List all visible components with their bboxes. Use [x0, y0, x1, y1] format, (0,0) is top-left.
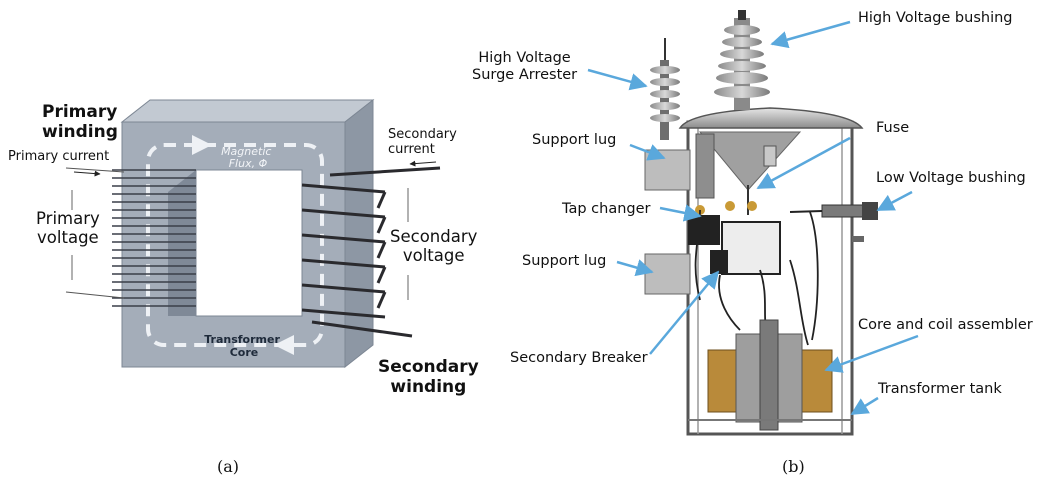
primary-lead-top — [65, 167, 125, 173]
pointer-arrows — [587, 20, 919, 416]
label-tap-changer: Tap changer — [562, 201, 651, 217]
primary-winding-coil — [112, 169, 196, 307]
secondary-lead-bottom — [311, 320, 413, 338]
caption-a: (a) — [217, 457, 240, 476]
lug-plate — [695, 133, 715, 199]
tank-cover-dome — [678, 107, 864, 129]
arrow-fuse — [756, 136, 851, 190]
arrow-support-lug-top — [629, 143, 666, 161]
core-top-face — [120, 99, 375, 123]
core-flux-label: Magnetic Flux, Φ — [221, 145, 275, 170]
secondary-breaker — [721, 221, 781, 275]
panel-b-transformer-cutaway — [644, 10, 878, 436]
label-support-lug-bottom: Support lug — [522, 253, 607, 269]
fuse-holder — [763, 145, 777, 167]
arrow-secondary-breaker — [649, 270, 720, 355]
breaker-handle — [710, 250, 728, 274]
arrow-support-lug-bottom — [616, 259, 654, 277]
label-low-voltage-bushing: Low Voltage bushing — [876, 170, 1026, 186]
secondary-winding-coil — [301, 183, 387, 319]
label-fuse: Fuse — [876, 120, 910, 136]
tank-side-fitting — [852, 236, 864, 242]
label-transformer-tank: Transformer tank — [878, 381, 1002, 397]
arrow-low-voltage-bushing — [876, 190, 913, 212]
support-lug-top — [644, 149, 691, 191]
primary-lead-bottom — [65, 291, 125, 299]
arrow-transformer-tank — [850, 396, 879, 416]
surge-arrester — [650, 38, 680, 140]
high-voltage-bushing — [714, 10, 770, 110]
secondary-current-arrow — [409, 160, 437, 167]
arrow-high-voltage-bushing — [770, 20, 851, 49]
label-high-voltage-bushing: High Voltage bushing — [858, 10, 1013, 26]
low-voltage-bushing — [789, 202, 878, 220]
caption-b: (b) — [782, 457, 805, 476]
label-primary-voltage: Primary voltage — [36, 209, 100, 247]
label-core-coil: Core and coil assembler — [858, 317, 1033, 333]
primary-current-arrow — [73, 170, 101, 177]
label-secondary-breaker: Secondary Breaker — [510, 350, 648, 366]
support-lug-bottom — [644, 253, 691, 295]
arrow-tap-changer — [659, 204, 702, 222]
magnetic-flux-loop — [146, 143, 324, 347]
label-secondary-current: Secondary current — [388, 127, 457, 157]
core-name-label: Transformer Core — [204, 333, 283, 359]
panel-a-core-diagram: Magnetic Flux, Φ Transformer Core — [65, 98, 441, 369]
core-and-coil-assembly — [707, 319, 833, 431]
arrow-core-coil — [824, 334, 919, 373]
bushing-bracket — [698, 131, 802, 191]
label-secondary-winding: Secondary winding — [378, 357, 479, 397]
label-support-lug-top: Support lug — [532, 132, 617, 148]
arrow-surge-arrester — [587, 68, 648, 91]
secondary-lead-top — [329, 166, 441, 177]
core-window-depth — [168, 170, 196, 316]
label-secondary-voltage: Secondary voltage — [390, 227, 478, 265]
label-surge-arrester: High Voltage Surge Arrester — [472, 50, 578, 83]
label-primary-winding: Primary winding — [42, 102, 118, 142]
label-primary-current: Primary current — [8, 149, 110, 164]
